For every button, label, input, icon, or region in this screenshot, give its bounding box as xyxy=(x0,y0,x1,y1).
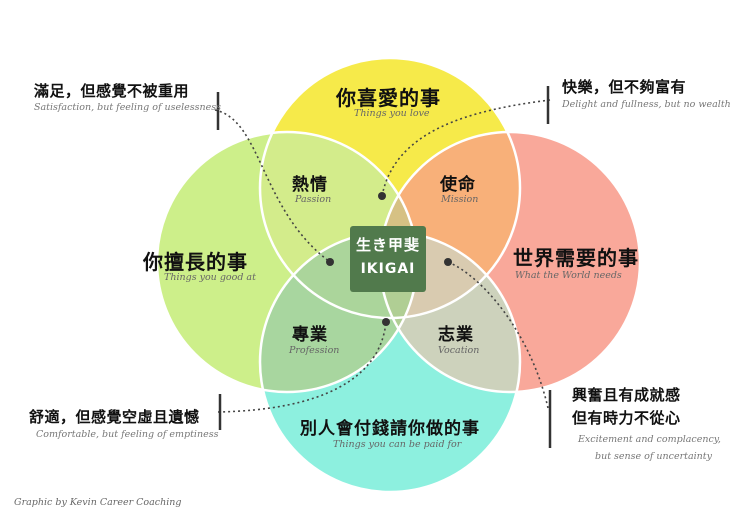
annotation-bottom-right-subtitle-line2: but sense of uncertainty xyxy=(595,451,712,462)
mission-title: 使命 xyxy=(440,175,476,195)
connector-dots xyxy=(326,192,452,326)
annotation-bottom-right-title-line2: 但有時力不從心 xyxy=(572,409,681,427)
love-title: 你喜愛的事 xyxy=(336,86,441,110)
ikigai-center-box xyxy=(350,226,426,292)
paid-title: 別人會付錢請你做的事 xyxy=(300,419,480,439)
ikigai-romaji: IKIGAI xyxy=(360,261,416,277)
credit-text: Graphic by Kevin Career Coaching xyxy=(14,497,182,508)
profession-subtitle: Profession xyxy=(289,345,340,356)
annotation-brackets xyxy=(216,86,552,448)
vocation-subtitle: Vocation xyxy=(438,345,480,356)
annotation-top-right-title: 快樂，但不夠富有 xyxy=(562,78,687,96)
annotation-bottom-left-subtitle: Comfortable, but feeling of emptiness xyxy=(36,429,219,440)
annotation-top-left-subtitle: Satisfaction, but feeling of uselessness xyxy=(34,102,222,113)
annotation-bottom-left-title: 舒適，但感覺空虛且遺憾 xyxy=(29,408,200,426)
annotation-bottom-right-title-line1: 興奮且有成就感 xyxy=(572,386,681,404)
world-subtitle: What the World needs xyxy=(515,270,622,281)
profession-title: 專業 xyxy=(292,325,328,345)
passion-subtitle: Passion xyxy=(295,194,332,205)
good-subtitle: Things you good at xyxy=(164,272,256,283)
ikigai-center: 生き甲斐 IKIGAI xyxy=(350,234,426,277)
annotation-top-right-subtitle: Delight and fullness, but no wealth xyxy=(562,99,731,110)
paid-subtitle: Things you can be paid for xyxy=(333,439,462,450)
annotation-top-left-title: 滿足，但感覺不被重用 xyxy=(34,82,190,100)
world-title: 世界需要的事 xyxy=(513,246,639,270)
vocation-title: 志業 xyxy=(438,325,474,345)
connector-lines xyxy=(214,99,551,413)
passion-title: 熱情 xyxy=(292,175,328,195)
ikigai-japanese: 生き甲斐 xyxy=(355,236,420,254)
annotation-bottom-right-subtitle-line1: Excitement and complacency, xyxy=(578,434,721,445)
good-title: 你擅長的事 xyxy=(143,250,248,274)
love-subtitle: Things you love xyxy=(354,108,430,119)
mission-subtitle: Mission xyxy=(441,194,479,205)
